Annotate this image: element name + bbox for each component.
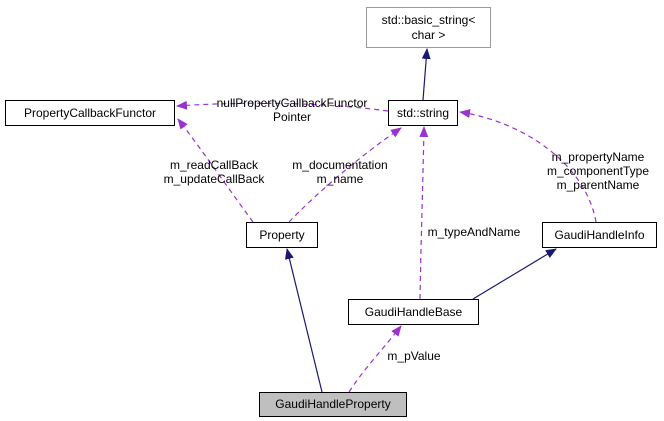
edge-label-documentation-name: m_documentation m_name <box>292 158 388 186</box>
edge-label-property-component-parent: m_propertyName m_componentType m_parentN… <box>546 150 650 192</box>
edge-label-p-value: m_pValue <box>387 349 441 363</box>
node-property-callback-functor[interactable]: PropertyCallbackFunctor <box>5 100 175 126</box>
node-gaudi-handle-base[interactable]: GaudiHandleBase <box>348 299 479 325</box>
edge-assoc-gaudihandlebase-to-string <box>419 126 429 300</box>
node-std-string[interactable]: std::string <box>388 100 458 126</box>
node-property[interactable]: Property <box>246 222 318 248</box>
node-std-basic-string[interactable]: std::basic_string< char > <box>366 7 491 48</box>
node-gaudi-handle-property[interactable]: GaudiHandleProperty <box>259 392 407 417</box>
edge-inherit-gaudihandlebase-to-gaudihandleinfo <box>472 248 557 300</box>
node-gaudi-handle-info[interactable]: GaudiHandleInfo <box>542 222 657 248</box>
edge-inherit-gaudihandleproperty-to-property <box>285 248 323 393</box>
edge-label-null-callback-pointer: nullPropertyCallbackFunctor Pointer <box>216 96 368 124</box>
edge-inherit-string-to-basicstring <box>421 48 431 101</box>
edge-label-type-and-name: m_typeAndName <box>427 225 521 239</box>
edge-label-read-update-callback: m_readCallBack m_updateCallBack <box>163 158 265 186</box>
